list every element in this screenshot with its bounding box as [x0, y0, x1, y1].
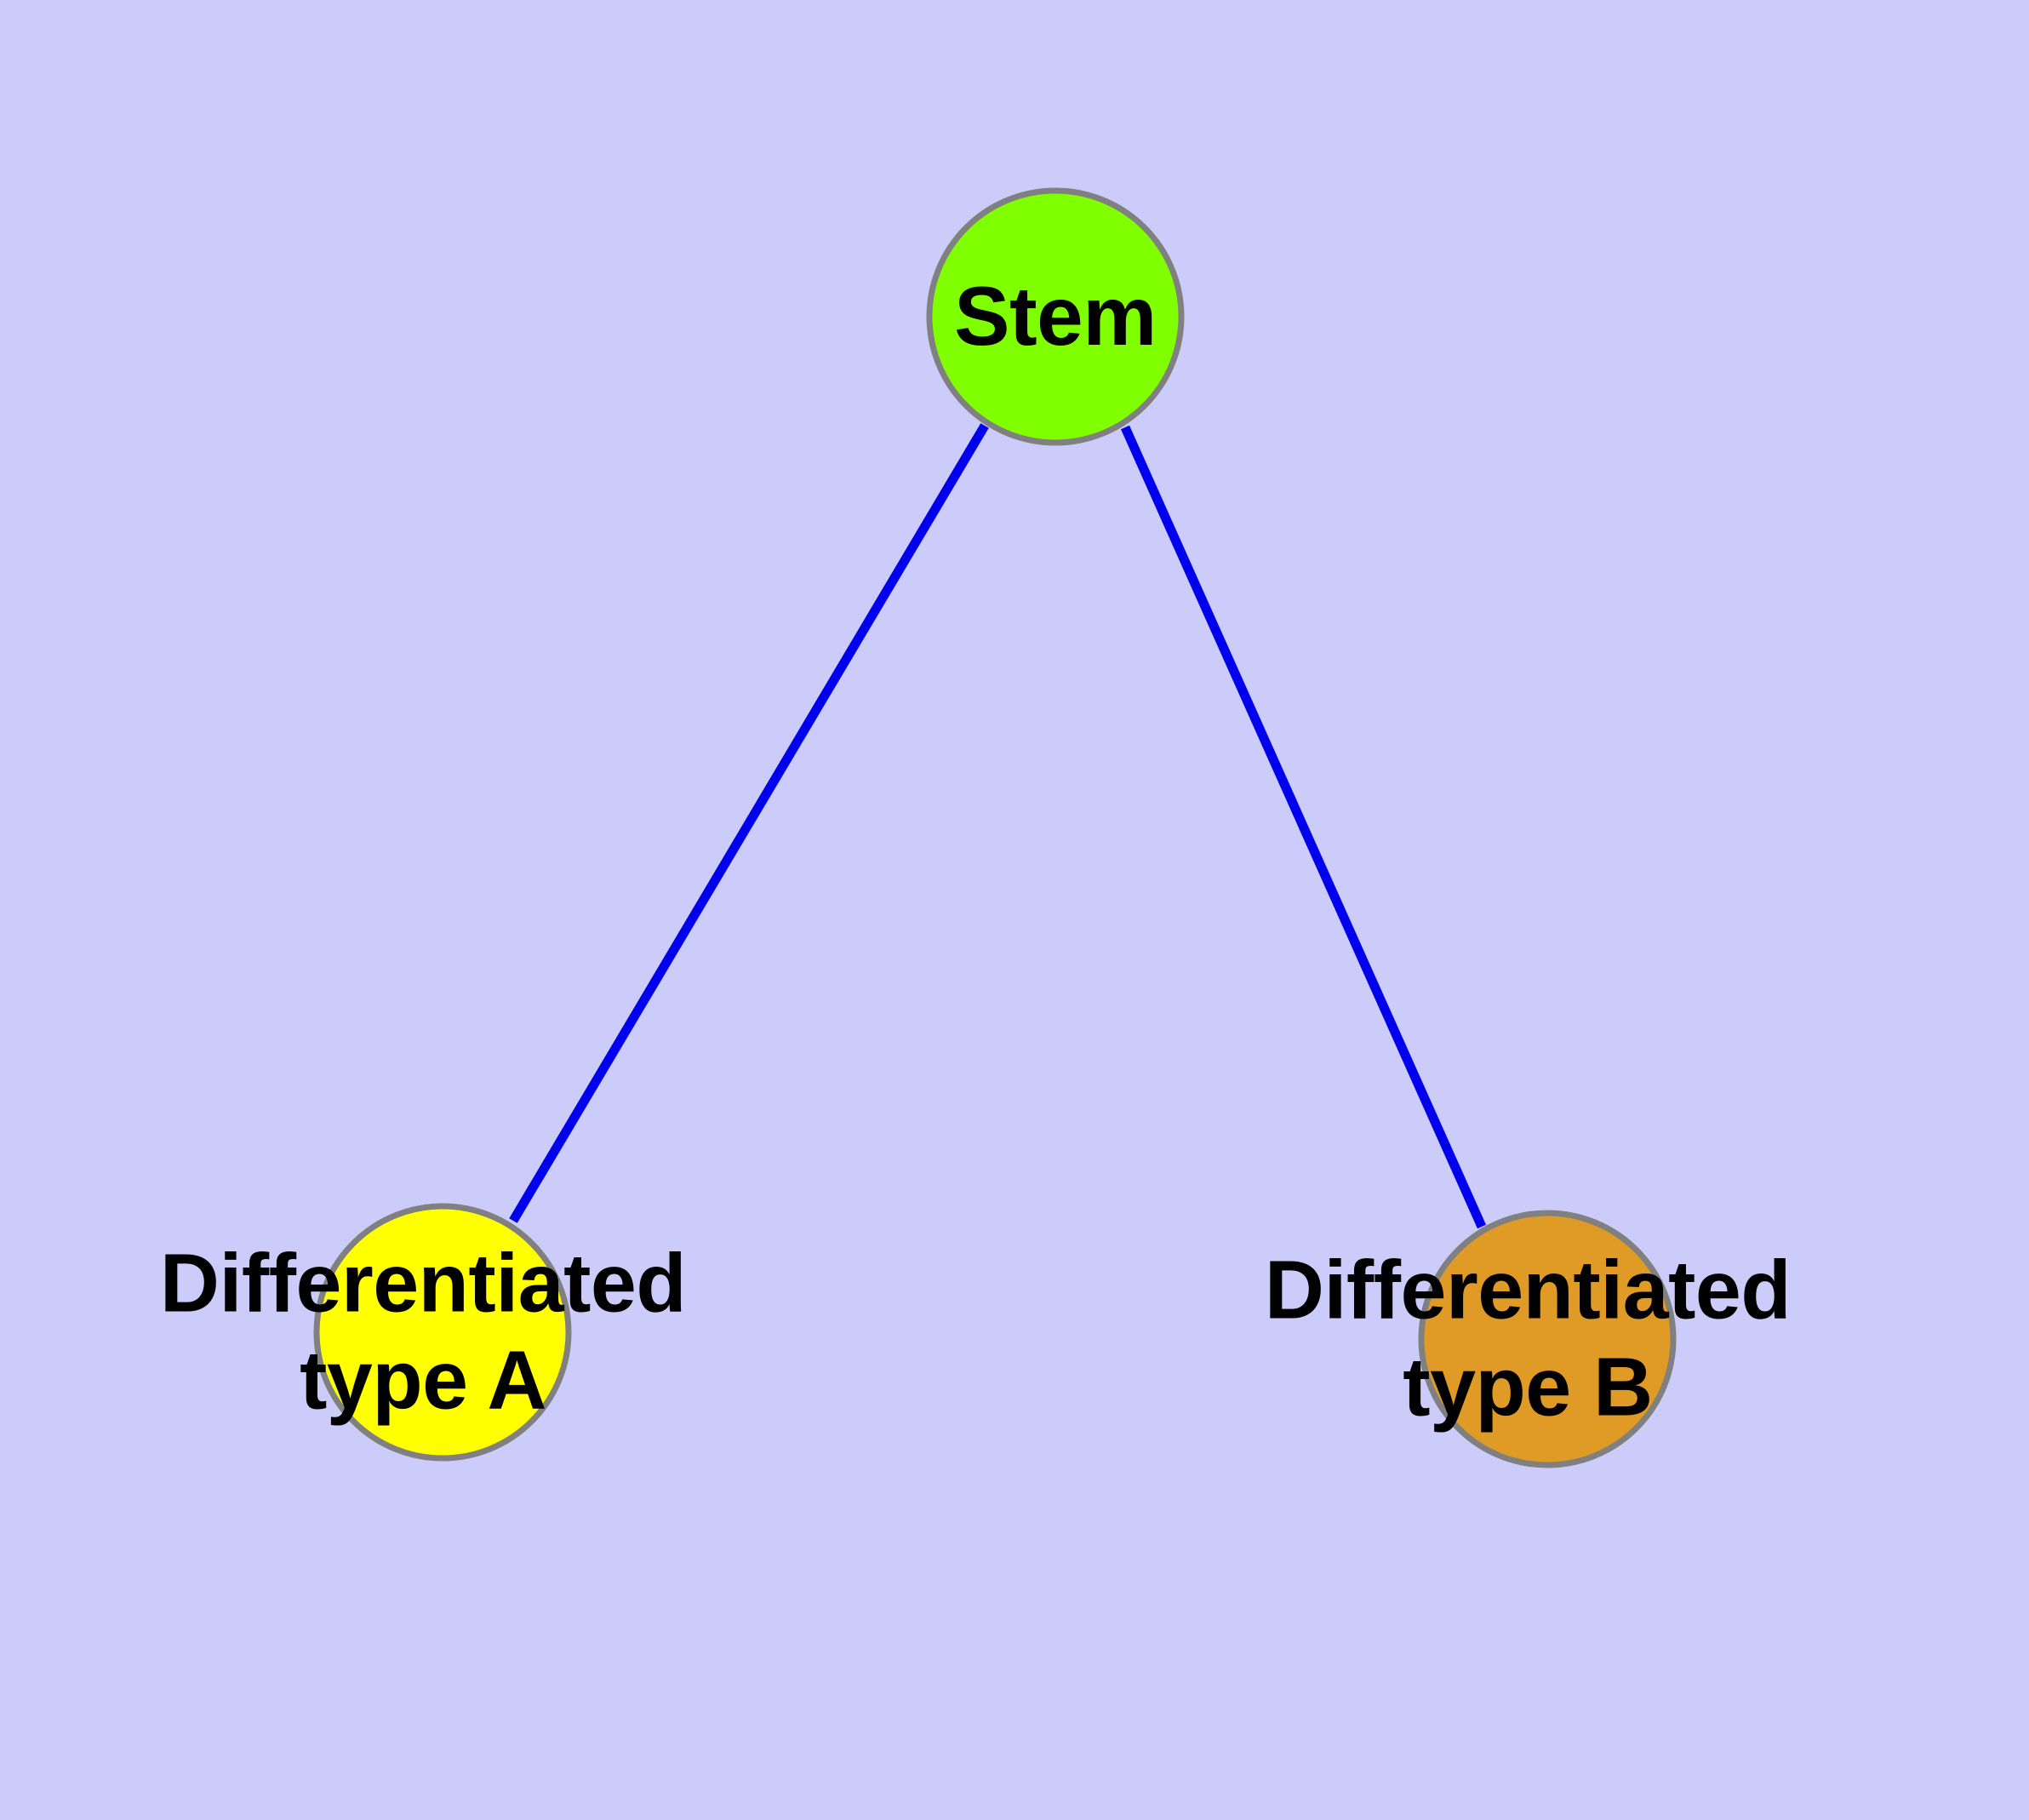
edge-group [509, 423, 1487, 1229]
node-stem[interactable] [926, 187, 1185, 446]
node-group [313, 187, 1677, 1468]
node-differentiated-type-a[interactable] [313, 1203, 572, 1462]
edge-stem-to-differentiated-type-a[interactable] [509, 423, 989, 1223]
node-differentiated-type-b[interactable] [1418, 1210, 1677, 1468]
edge-stem-to-differentiated-type-b[interactable] [1120, 425, 1487, 1229]
